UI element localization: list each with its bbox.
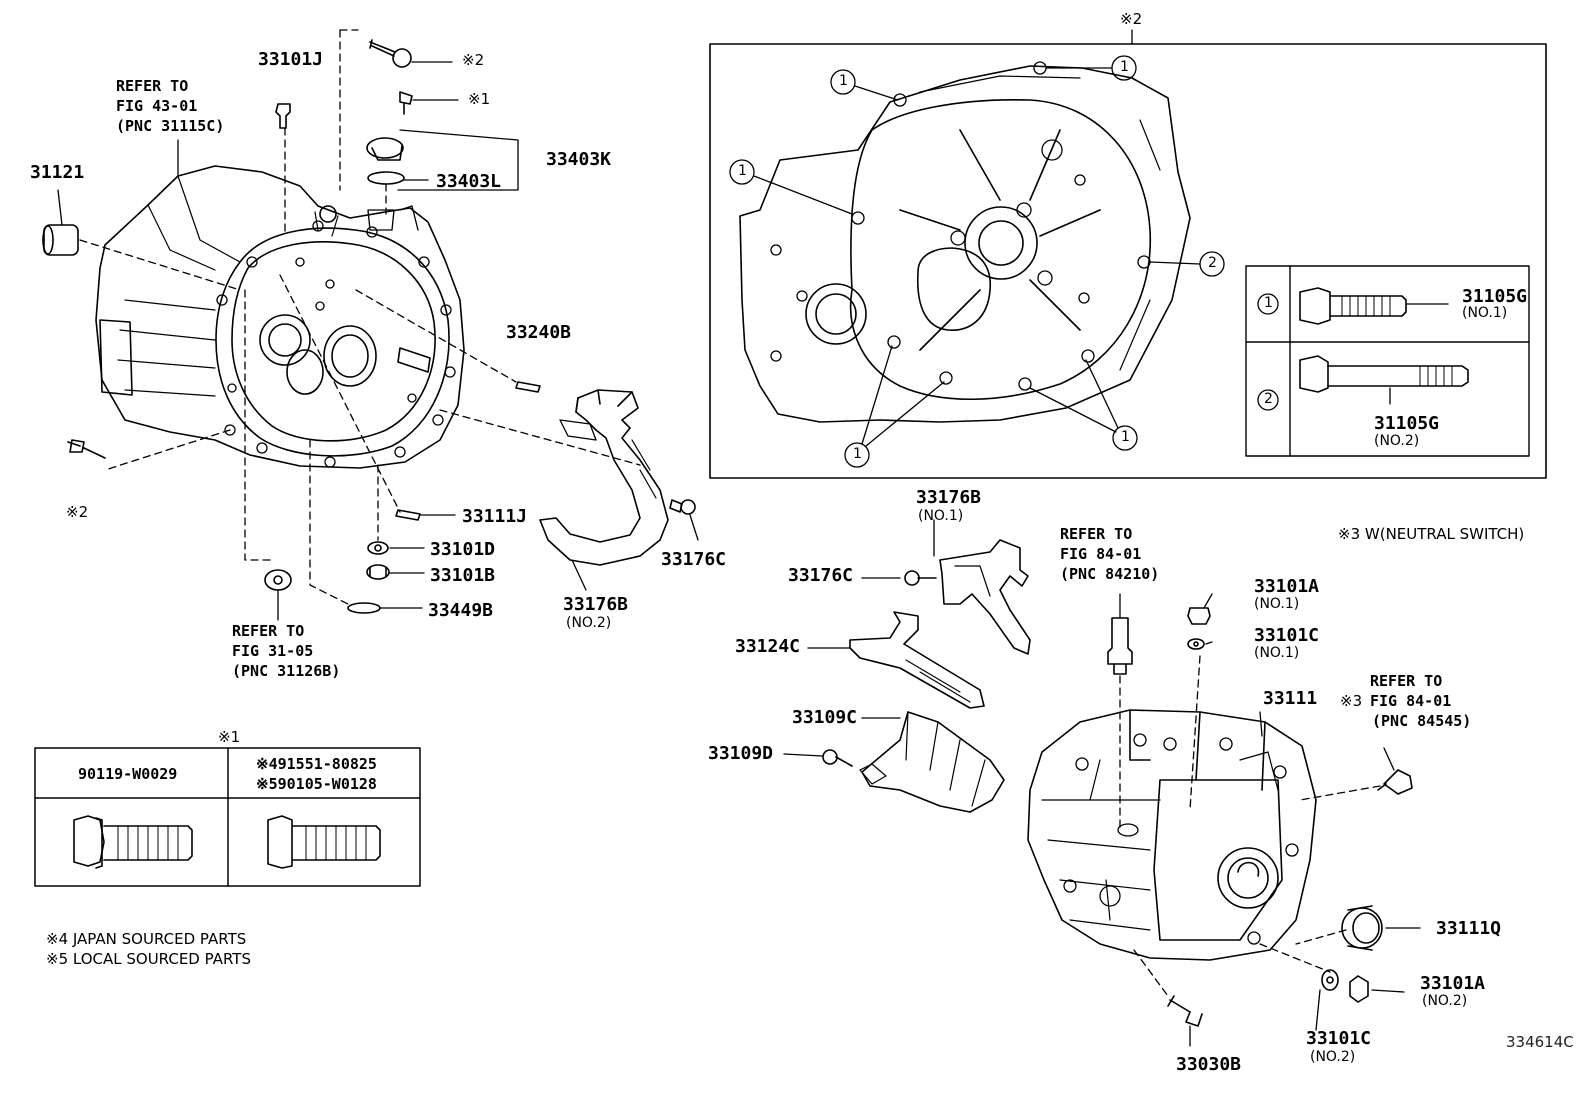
part-33176C-right[interactable]: 33176C: [788, 565, 854, 586]
part-33101J[interactable]: 33101J: [258, 49, 324, 70]
refer-fig43-line2: FIG 43-01: [116, 97, 198, 115]
sub-no2-33176B: (NO.2): [566, 615, 612, 631]
callout-1-e: 1: [1121, 429, 1130, 445]
part-33124C[interactable]: 33124C: [735, 636, 801, 657]
note-japan-sourced: ※4 JAPAN SOURCED PARTS: [46, 930, 247, 948]
mark-3-switch: ※3: [1340, 692, 1363, 710]
bolt-table: [34, 747, 421, 887]
mark-2-box: ※2: [1120, 10, 1143, 28]
refer-fig31-line3: (PNC 31126B): [232, 662, 341, 680]
part-33101C-no2[interactable]: 33101C: [1306, 1028, 1372, 1049]
part-31105G-no1[interactable]: 31105G: [1462, 286, 1528, 307]
part-31121[interactable]: 31121: [30, 162, 85, 183]
left-hardware: [42, 39, 696, 614]
leader-lines-left: [79, 29, 641, 606]
refer-fig31-line2: FIG 31-05: [232, 642, 314, 660]
part-33111[interactable]: 33111: [1263, 688, 1318, 709]
detail-box: [709, 29, 1547, 479]
sub-no1-31105G: (NO.1): [1462, 305, 1508, 321]
sub-no1-33101C: (NO.1): [1254, 645, 1300, 661]
sub-no1-33101A: (NO.1): [1254, 596, 1300, 612]
table-part-90119-W0029[interactable]: 90119-W0029: [78, 765, 178, 783]
part-33176B-no2[interactable]: 33176B: [563, 594, 629, 615]
sub-no2-33101A: (NO.2): [1422, 993, 1468, 1009]
part-33101C-no1[interactable]: 33101C: [1254, 625, 1320, 646]
part-33111Q[interactable]: 33111Q: [1436, 918, 1502, 939]
callout-1-d: 1: [853, 446, 862, 462]
callout-1-c: 1: [738, 163, 747, 179]
callout-1-table: 1: [1264, 295, 1273, 311]
part-33101D[interactable]: 33101D: [430, 539, 496, 560]
refer-fig84-84210-line3: (PNC 84210): [1060, 565, 1160, 583]
part-33101A-no1[interactable]: 33101A: [1254, 576, 1320, 597]
part-33176B-no1[interactable]: 33176B: [916, 487, 982, 508]
table-part-90105-W0128[interactable]: ※590105-W0128: [256, 775, 377, 793]
part-33101B[interactable]: 33101B: [430, 565, 496, 586]
sub-no1-33176B: (NO.1): [918, 508, 964, 524]
refer-fig84-84210-line1: REFER TO: [1060, 525, 1133, 543]
gear-case: [1027, 709, 1317, 961]
leader-lines-right-solid: [783, 519, 1421, 1047]
part-33101A-no2[interactable]: 33101A: [1420, 973, 1486, 994]
refer-fig84-84545-line3: (PNC 84545): [1372, 712, 1472, 730]
refer-fig84-84545-line1: REFER TO: [1370, 672, 1443, 690]
leader-lines-left-solid: [57, 61, 699, 621]
leader-lines-right: [1119, 655, 1381, 997]
sub-no2-31105G: (NO.2): [1374, 433, 1420, 449]
refer-fig84-84545-line2: FIG 84-01: [1370, 692, 1452, 710]
table-mark-1: ※1: [218, 728, 241, 746]
refer-fig31-line1: REFER TO: [232, 622, 305, 640]
right-hardware: [822, 539, 1413, 1027]
mark-1-top: ※1: [468, 90, 491, 108]
note-local-sourced: ※5 LOCAL SOURCED PARTS: [46, 950, 251, 968]
mark-2-left: ※2: [66, 503, 89, 521]
refer-fig43-line1: REFER TO: [116, 77, 189, 95]
part-33176C-left[interactable]: 33176C: [661, 549, 727, 570]
part-33109D[interactable]: 33109D: [708, 743, 774, 764]
callout-1-b: 1: [1120, 59, 1129, 75]
neutral-switch-note: ※3 W(NEUTRAL SWITCH): [1338, 525, 1525, 543]
part-33111J[interactable]: 33111J: [462, 506, 528, 527]
refer-fig84-84210-line2: FIG 84-01: [1060, 545, 1142, 563]
sub-no2-33101C: (NO.2): [1310, 1049, 1356, 1065]
figure-code: 334614C: [1506, 1033, 1574, 1051]
callout-1-a: 1: [839, 73, 848, 89]
mark-2-top: ※2: [462, 51, 485, 69]
callout-2-a: 2: [1208, 255, 1217, 271]
part-33449B[interactable]: 33449B: [428, 600, 494, 621]
transaxle-housing: [95, 165, 465, 469]
part-33030B[interactable]: 33030B: [1176, 1054, 1242, 1075]
part-33403L[interactable]: 33403L: [436, 171, 502, 192]
part-33403K[interactable]: 33403K: [546, 149, 612, 170]
refer-fig43-line3: (PNC 31115C): [116, 117, 225, 135]
part-33109C[interactable]: 33109C: [792, 707, 858, 728]
part-33240B[interactable]: 33240B: [506, 322, 572, 343]
part-31105G-no2[interactable]: 31105G: [1374, 413, 1440, 434]
table-part-91551-80825[interactable]: ※491551-80825: [256, 755, 377, 773]
callout-2-table: 2: [1264, 391, 1273, 407]
cover-33176B-no2: [539, 389, 669, 566]
